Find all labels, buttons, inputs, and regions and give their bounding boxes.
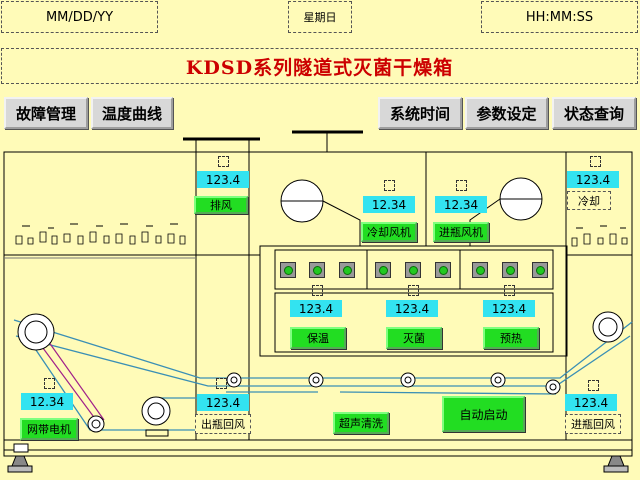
inlet-return-indicator xyxy=(588,380,599,391)
sterilize-button[interactable]: 灭菌 xyxy=(386,327,442,349)
belt-motor-value: 12.34 xyxy=(21,393,73,410)
preheat-button[interactable]: 预热 xyxy=(483,327,539,349)
status-query-button[interactable]: 状态查询 xyxy=(552,97,636,129)
heater-led-1 xyxy=(280,262,296,278)
outlet-return-value: 123.4 xyxy=(197,394,249,411)
outlet-return-indicator xyxy=(216,378,227,389)
sterilize-value: 123.4 xyxy=(386,300,438,317)
inlet-return-label: 进瓶回风 xyxy=(565,414,621,434)
weekday-display: 星期日 xyxy=(288,1,352,33)
page-title: KDSD系列隧道式灭菌干燥箱 xyxy=(1,48,638,84)
belt-motor-button[interactable]: 网带电机 xyxy=(20,418,78,440)
heater-led-4 xyxy=(375,262,391,278)
auto-start-button[interactable]: 自动启动 xyxy=(442,396,525,432)
heater-led-6 xyxy=(435,262,451,278)
outlet-return-label: 出瓶回风 xyxy=(195,414,251,434)
heater-led-7 xyxy=(472,262,488,278)
heater-led-9 xyxy=(532,262,548,278)
parameter-settings-button[interactable]: 参数设定 xyxy=(465,97,548,129)
ultrasonic-button[interactable]: 超声清洗 xyxy=(333,412,389,434)
system-time-button[interactable]: 系统时间 xyxy=(378,97,462,129)
cooling-fan-button[interactable]: 冷却风机 xyxy=(361,222,417,242)
cooling-label: 冷却 xyxy=(567,191,611,210)
inlet-fan-indicator xyxy=(456,180,467,191)
date-display: MM/DD/YY xyxy=(1,1,158,33)
cooling-indicator xyxy=(590,156,601,167)
insulation-button[interactable]: 保温 xyxy=(290,327,346,349)
insulation-value: 123.4 xyxy=(290,300,342,317)
exhaust-value: 123.4 xyxy=(197,171,249,188)
time-display: HH:MM:SS xyxy=(481,1,638,33)
inlet-fan-value: 12.34 xyxy=(435,196,487,213)
inlet-return-value: 123.4 xyxy=(565,394,617,411)
exhaust-button[interactable]: 排风 xyxy=(194,196,248,214)
heater-led-5 xyxy=(405,262,421,278)
sterilize-indicator xyxy=(408,285,419,296)
belt-motor-indicator xyxy=(44,378,55,389)
fault-management-button[interactable]: 故障管理 xyxy=(4,97,88,129)
heater-led-2 xyxy=(309,262,325,278)
preheat-value: 123.4 xyxy=(483,300,535,317)
heater-led-8 xyxy=(502,262,518,278)
cooling-fan-value: 12.34 xyxy=(363,196,415,213)
inlet-fan-button[interactable]: 进瓶风机 xyxy=(433,222,489,242)
cooling-temp-value: 123.4 xyxy=(567,171,619,188)
preheat-indicator xyxy=(504,285,515,296)
insulation-indicator xyxy=(312,285,323,296)
cooling-fan-indicator xyxy=(384,180,395,191)
heater-led-3 xyxy=(339,262,355,278)
temperature-curve-button[interactable]: 温度曲线 xyxy=(91,97,173,129)
exhaust-indicator xyxy=(218,156,229,167)
